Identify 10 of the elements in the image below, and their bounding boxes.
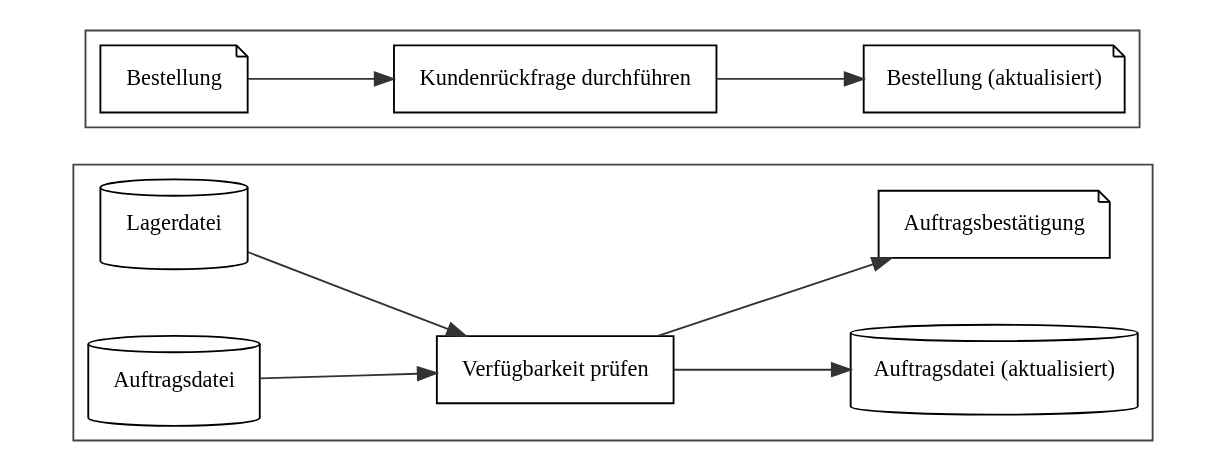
node-box: Kundenrückfrage durchführen	[393, 44, 718, 114]
arrow	[246, 71, 397, 87]
arrow	[246, 251, 469, 337]
node-box: Verfügbarkeit prüfen	[435, 335, 675, 405]
arrow	[672, 361, 854, 378]
cluster	[72, 163, 1154, 442]
arrow	[657, 256, 894, 337]
arrow	[715, 71, 867, 87]
cluster	[84, 29, 1141, 129]
arrow	[259, 365, 440, 382]
